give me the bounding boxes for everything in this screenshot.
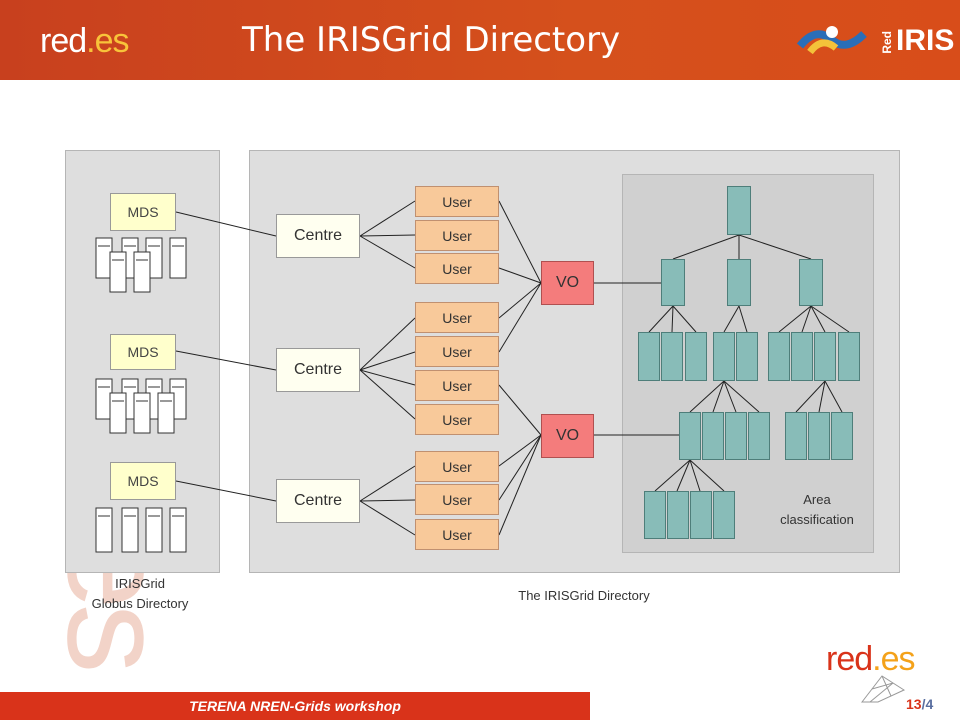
tree-node <box>685 332 707 381</box>
user-box: User <box>415 253 499 284</box>
tree-node <box>661 332 683 381</box>
centre-box: Centre <box>276 214 360 258</box>
tree-node <box>713 491 735 539</box>
tree-node <box>713 332 735 381</box>
user-box: User <box>415 404 499 435</box>
user-box: User <box>415 451 499 482</box>
tree-node <box>768 332 790 381</box>
page-number: 13/4 <box>906 696 934 712</box>
tree-node <box>661 259 685 306</box>
tree-node <box>725 412 747 460</box>
tree-node <box>736 332 758 381</box>
tree-node <box>808 412 830 460</box>
vo-box: VO <box>541 414 594 458</box>
user-box: User <box>415 220 499 251</box>
footer-bar <box>0 692 590 720</box>
mds-box: MDS <box>110 193 176 231</box>
tree-node <box>785 412 807 460</box>
tree-node <box>667 491 689 539</box>
tree-node <box>638 332 660 381</box>
user-box: User <box>415 484 499 515</box>
tree-node <box>838 332 860 381</box>
network-mesh-icon <box>860 675 906 703</box>
tree-node <box>727 259 751 306</box>
server-cluster-icon <box>95 237 187 293</box>
centre-box: Centre <box>276 348 360 392</box>
mds-box: MDS <box>110 334 176 370</box>
vo-box: VO <box>541 261 594 305</box>
rediris-emblem-icon <box>796 26 867 55</box>
tree-node <box>702 412 724 460</box>
slide-title: The IRISGrid Directory <box>242 20 621 60</box>
mds-box: MDS <box>110 462 176 500</box>
server-cluster-icon <box>95 378 187 434</box>
tree-node <box>748 412 770 460</box>
redes-logo: red.es <box>40 22 130 60</box>
user-box: User <box>415 336 499 367</box>
tree-node <box>727 186 751 235</box>
user-box: User <box>415 519 499 550</box>
footer-text: TERENA NREN-Grids workshop <box>189 698 401 714</box>
tree-node <box>831 412 853 460</box>
redes-logo-bottom: red.es <box>826 640 916 678</box>
tree-node <box>791 332 813 381</box>
tree-node <box>690 491 712 539</box>
rediris-logo: RedIRIS <box>880 24 955 57</box>
user-box: User <box>415 370 499 401</box>
irisgrid-directory-caption: The IRISGrid Directory <box>518 588 650 603</box>
user-box: User <box>415 186 499 217</box>
tree-node <box>679 412 701 460</box>
tree-node <box>644 491 666 539</box>
user-box: User <box>415 302 499 333</box>
centre-box: Centre <box>276 479 360 523</box>
server-cluster-icon <box>95 507 187 553</box>
tree-node <box>799 259 823 306</box>
tree-node <box>814 332 836 381</box>
